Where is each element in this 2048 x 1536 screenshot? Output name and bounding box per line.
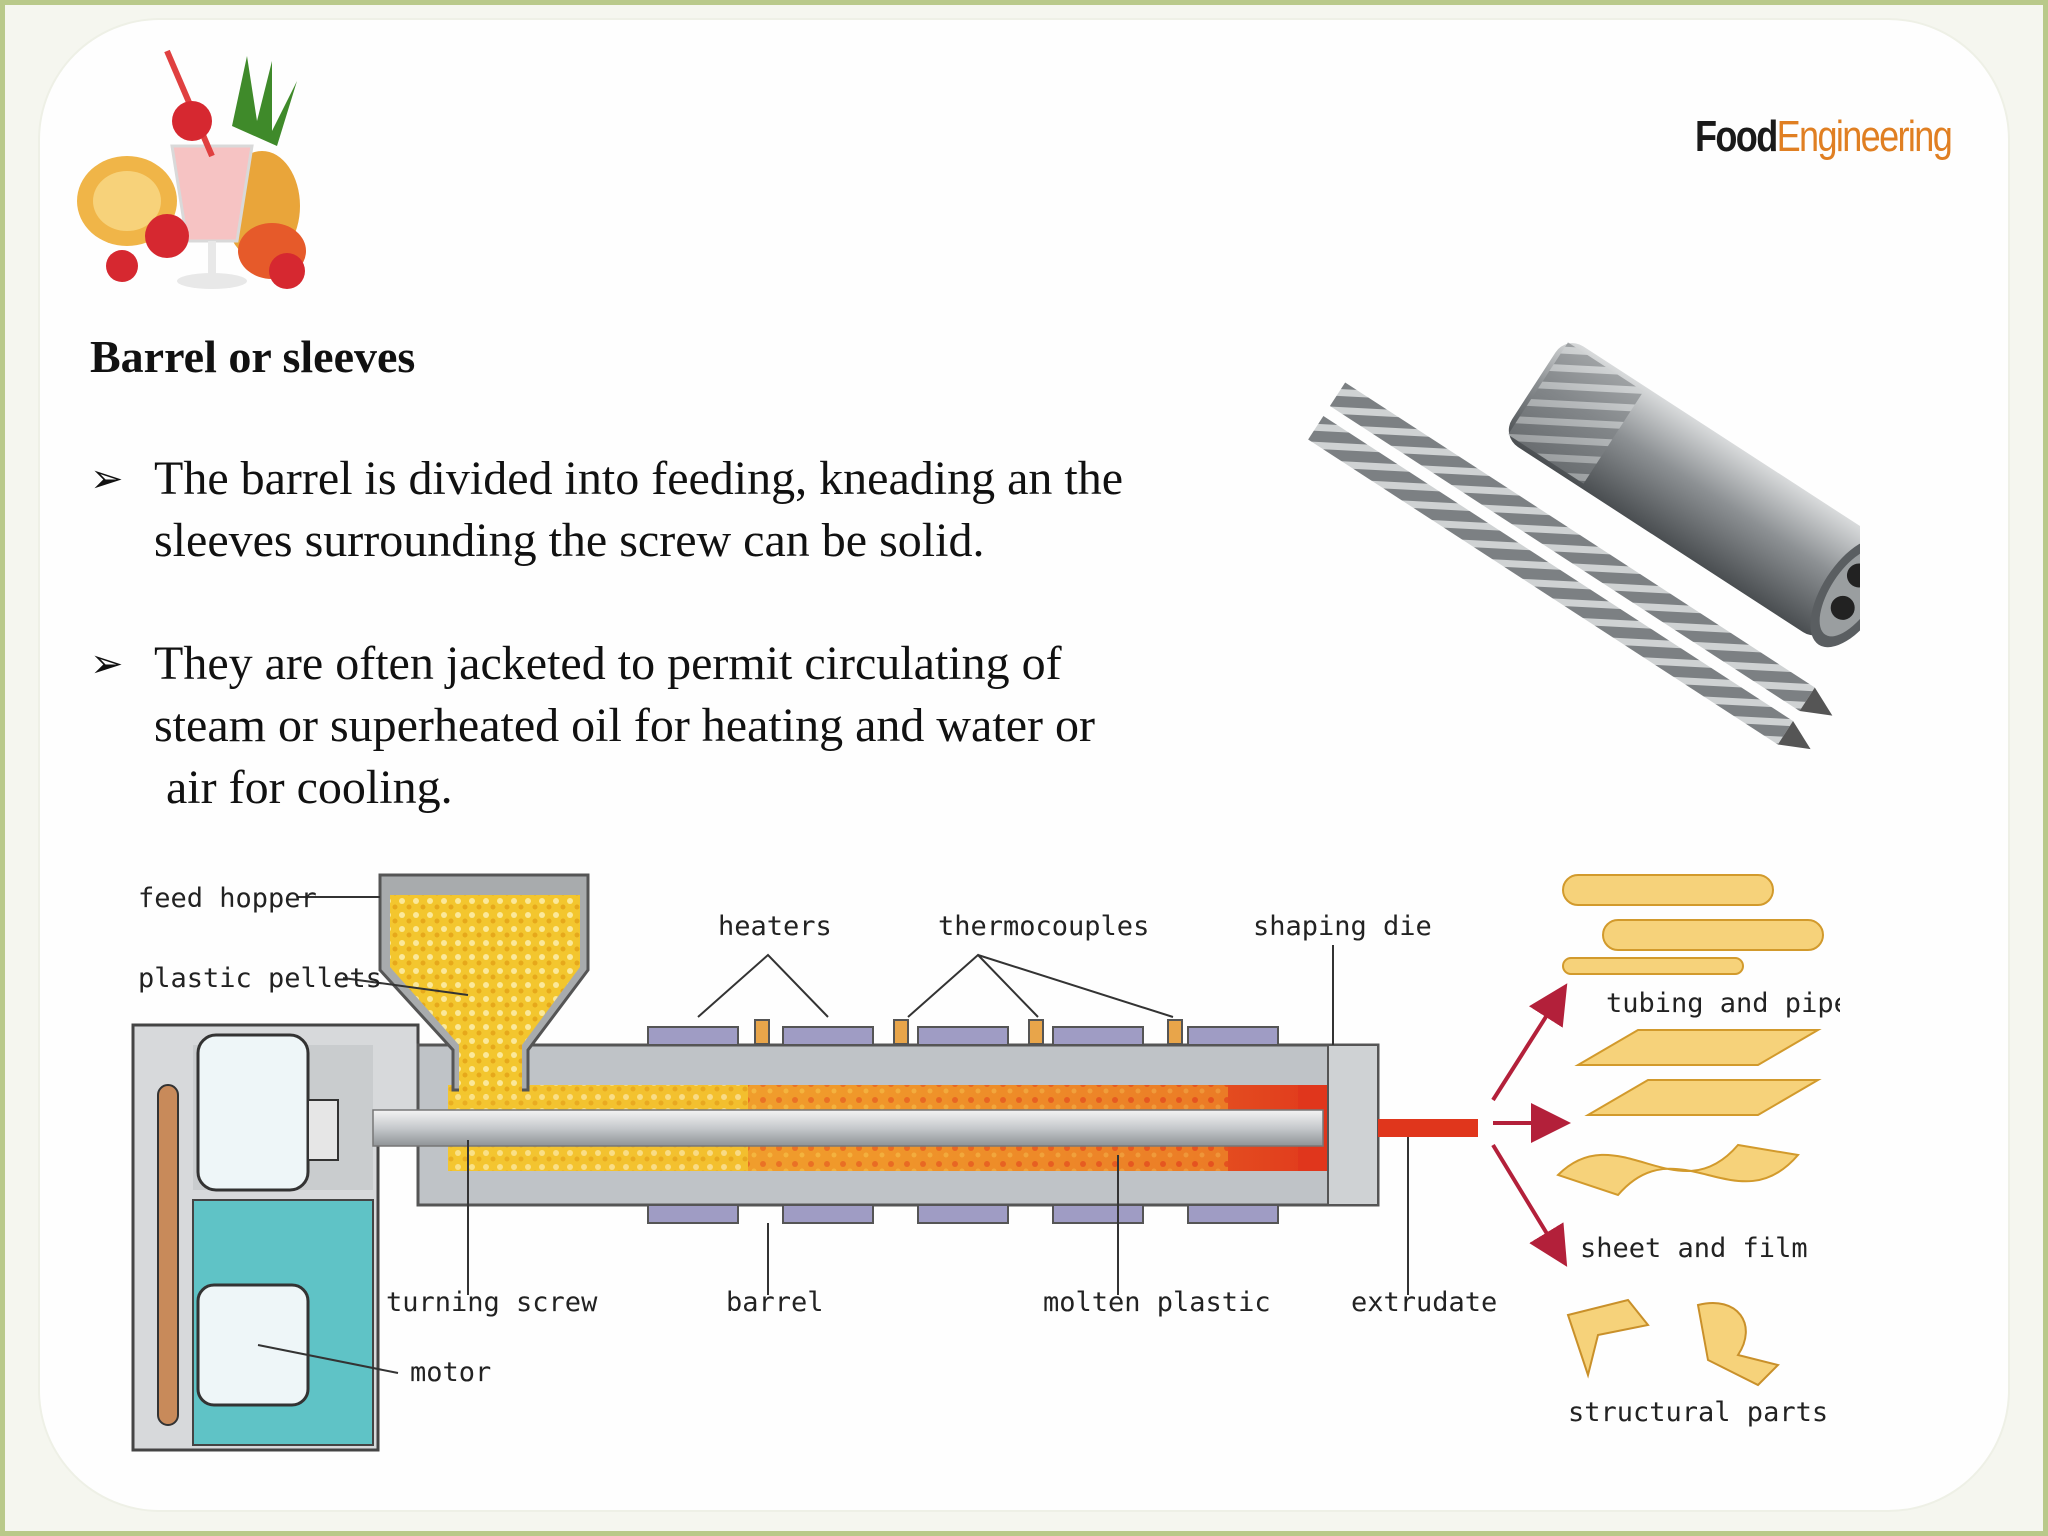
label-sheet-and-film: sheet and film <box>1580 1233 1808 1264</box>
bullet-text: The barrel is divided into feeding, knea… <box>154 452 1124 567</box>
label-barrel: barrel <box>726 1287 824 1318</box>
output-arrows <box>1491 983 1571 1267</box>
label-turning-screw: turning screw <box>386 1287 598 1318</box>
barrel-body <box>416 1043 1478 1207</box>
label-motor: motor <box>410 1357 491 1388</box>
heater-bands <box>647 1026 1279 1224</box>
label-tubing-and-pipes: tubing and pipes <box>1606 988 1840 1019</box>
extruder-diagram: feed hopper plastic pellets heaters ther… <box>131 873 1840 1452</box>
label-shaping-die: shaping die <box>1253 911 1432 942</box>
product-tubing-and-pipes <box>1562 874 1824 975</box>
bullet-arrow-icon: ➢ <box>90 641 124 687</box>
bullet-arrow-icon: ➢ <box>90 456 124 502</box>
motor-housing <box>131 1023 420 1452</box>
label-plastic-pellets: plastic pellets <box>138 963 382 994</box>
turning-screw <box>372 1109 1324 1147</box>
bullet-text: They are often jacketed to permit circul… <box>154 637 1095 814</box>
label-heaters: heaters <box>718 911 832 942</box>
slide-heading: Barrel or sleeves <box>90 331 416 382</box>
bullet-item-2: ➢ They are often jacketed to permit circ… <box>90 633 1250 819</box>
label-structural-parts: structural parts <box>1568 1397 1828 1428</box>
feed-hopper <box>378 873 590 1095</box>
product-sheet-and-film <box>1556 1029 1822 1197</box>
product-structural-parts <box>1566 1298 1780 1387</box>
twin-screw-barrel-photo <box>1308 342 1860 750</box>
brand-logo: FoodEngineering <box>1695 112 1953 161</box>
leader-lines <box>257 896 1409 1374</box>
label-extrudate: extrudate <box>1351 1287 1497 1318</box>
label-molten-plastic: molten plastic <box>1043 1287 1271 1318</box>
fruit-smoothie-illustration <box>77 49 306 289</box>
label-thermocouples: thermocouples <box>938 911 1149 942</box>
thermocouples <box>754 1019 1183 1045</box>
label-feed-hopper: feed hopper <box>138 883 317 914</box>
bullet-item-1: ➢ The barrel is divided into feeding, kn… <box>90 448 1250 572</box>
